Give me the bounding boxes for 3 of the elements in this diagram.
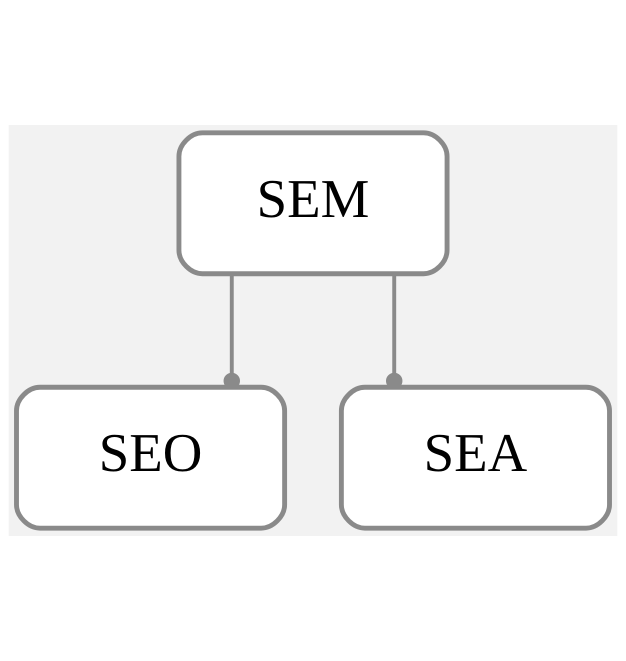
node-box: SEA: [338, 384, 612, 531]
node-box: SEO: [14, 384, 288, 531]
node-box: SEM: [176, 130, 450, 276]
